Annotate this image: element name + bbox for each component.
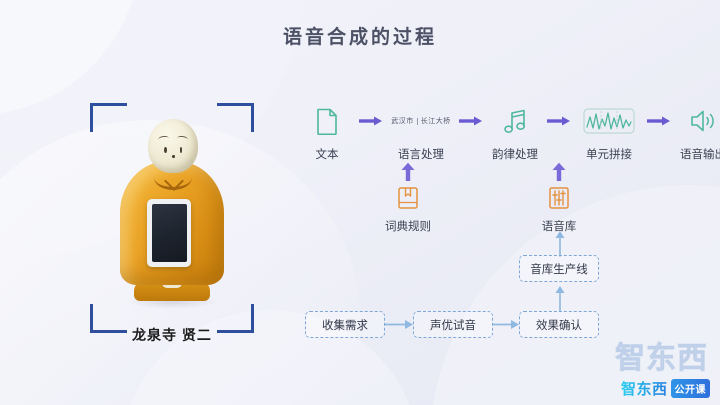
pipeline-node-speech-output: 语音输出 (672, 104, 720, 162)
corner-bracket-icon (90, 304, 127, 333)
pipeline-node-label: 语言处理 (398, 149, 444, 161)
support-item-dictionary: 词典规则 (373, 162, 443, 234)
arrow-right-icon (646, 104, 672, 138)
speaker-icon (690, 104, 717, 138)
robot-eyebrow (157, 135, 170, 143)
flow-box-production-line[interactable]: 音库生产线 (519, 255, 599, 282)
corner-bracket-icon (217, 103, 254, 132)
connector-audition-to-confirm (493, 320, 519, 329)
music-note-icon (503, 104, 527, 138)
corner-bracket-icon (90, 103, 127, 132)
brand-logo: 智东西 公开课 (621, 378, 710, 399)
pipeline-node-label: 韵律处理 (492, 149, 538, 161)
mixer-icon (548, 185, 570, 211)
watermark-text: 智东西 (615, 342, 708, 376)
brand-name: 智东西 (621, 378, 668, 399)
arrow-right-icon (358, 104, 384, 138)
arrow-right-icon (458, 104, 484, 138)
arrow-up-icon (400, 162, 416, 182)
background-arc-decoration (0, 0, 140, 115)
text-sample-part-a: 武汉市 (391, 118, 414, 125)
robot-figure-panel: 龙泉寺 贤二 (82, 103, 262, 343)
robot-tablet (147, 199, 191, 267)
robot-eye (179, 147, 182, 153)
text-sample-icon: 武汉市 长江大桥 (391, 104, 451, 138)
pipeline-node-text: 文本 (296, 104, 358, 162)
synthesis-pipeline: 文本 武汉市 长江大桥 语言处理 (296, 104, 720, 162)
robot-nose (172, 155, 175, 158)
text-sample-part-b: 长江大桥 (420, 118, 451, 125)
arrow-up-icon (551, 162, 567, 182)
pipeline-node-language-processing: 武汉市 长江大桥 语言处理 (384, 104, 458, 162)
connector-confirm-to-prodline (555, 286, 565, 311)
book-icon (397, 185, 419, 211)
robot-caption: 龙泉寺 贤二 (132, 327, 212, 343)
flow-box-voice-audition[interactable]: 声优试音 (413, 311, 493, 338)
support-item-voice-library: 语音库 (524, 162, 594, 234)
corner-bracket-icon (217, 304, 254, 333)
text-sample-separator (416, 117, 418, 125)
robot-eye (164, 147, 167, 153)
flow-box-effect-confirmation[interactable]: 效果确认 (519, 311, 599, 338)
support-item-label: 语音库 (541, 221, 577, 233)
pipeline-node-label: 文本 (315, 149, 339, 161)
robot-collar (154, 165, 192, 190)
waveform-icon (583, 104, 635, 138)
pipeline-node-label: 语音输出 (680, 149, 720, 161)
monk-robot-illustration (118, 119, 226, 309)
flow-box-collect-requirements[interactable]: 收集需求 (305, 311, 385, 338)
page-title: 语音合成的过程 (282, 27, 437, 48)
pipeline-node-prosody: 韵律处理 (484, 104, 546, 162)
connector-collect-to-audition (385, 320, 413, 329)
support-item-label: 词典规则 (385, 221, 431, 233)
arrow-right-icon (546, 104, 572, 138)
robot-eyebrow (176, 135, 189, 143)
pipeline-node-label: 单元拼接 (586, 149, 632, 161)
robot-tablet-screen (151, 204, 187, 262)
document-icon (316, 104, 338, 138)
brand-pill-label: 公开课 (670, 379, 710, 398)
pipeline-node-unit-concatenation: 单元拼接 (572, 104, 646, 162)
